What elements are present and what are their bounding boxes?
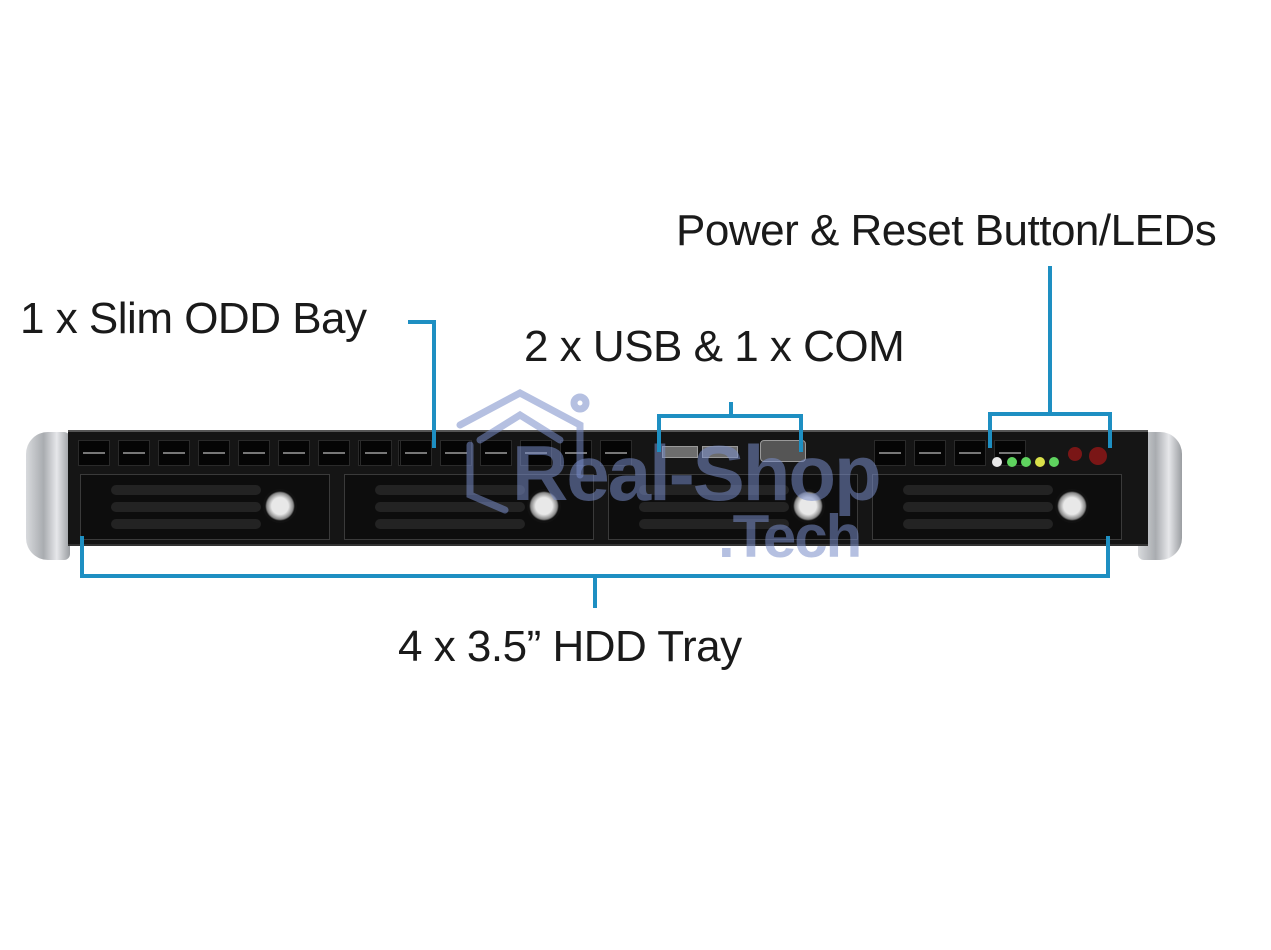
hdd-callout-left <box>80 536 84 578</box>
hdd-tray-4[interactable] <box>872 474 1122 540</box>
left-rack-ear <box>26 432 70 560</box>
power-callout-bar <box>988 412 1112 416</box>
power-button[interactable] <box>1089 447 1107 465</box>
odd-bay-label: 1 x Slim ODD Bay <box>20 294 367 343</box>
hdd-callout-right <box>1106 536 1110 578</box>
tray-lock-knob[interactable] <box>263 489 297 523</box>
power-led <box>992 457 1002 467</box>
tray-lock-knob[interactable] <box>791 489 825 523</box>
hdd-callout-stem <box>593 574 597 608</box>
usb-callout-left <box>657 414 661 452</box>
hdd-activity-led <box>1007 457 1017 467</box>
hdd-tray-2[interactable] <box>344 474 594 540</box>
usb-port-2 <box>702 446 738 458</box>
hdd-tray-3[interactable] <box>608 474 858 540</box>
nic2-led <box>1035 457 1045 467</box>
hdd-tray-label: 4 x 3.5” HDD Tray <box>398 622 742 671</box>
info-led <box>1049 457 1059 467</box>
odd-callout-h <box>408 320 436 324</box>
usb-callout-bar <box>657 414 803 418</box>
power-reset-label: Power & Reset Button/LEDs <box>676 206 1217 255</box>
usb-callout-stem <box>729 402 733 416</box>
power-callout-left <box>988 412 992 448</box>
reset-button[interactable] <box>1068 447 1082 461</box>
tray-lock-knob[interactable] <box>527 489 561 523</box>
usb-callout-right <box>799 414 803 452</box>
power-callout-stem <box>1048 266 1052 414</box>
com-port <box>760 440 806 462</box>
watermark-subtext: .Tech <box>718 503 862 570</box>
power-callout-right <box>1108 412 1112 448</box>
hdd-tray-1[interactable] <box>80 474 330 540</box>
nic1-led <box>1021 457 1031 467</box>
tray-lock-knob[interactable] <box>1055 489 1089 523</box>
watermark-circuit-icon <box>456 389 590 514</box>
watermark-text: Real-Shop <box>512 429 882 517</box>
odd-callout-v <box>432 320 436 448</box>
usb-com-label: 2 x USB & 1 x COM <box>524 322 905 371</box>
usb-port-1 <box>662 446 698 458</box>
top-vent-row-right <box>874 440 1026 466</box>
